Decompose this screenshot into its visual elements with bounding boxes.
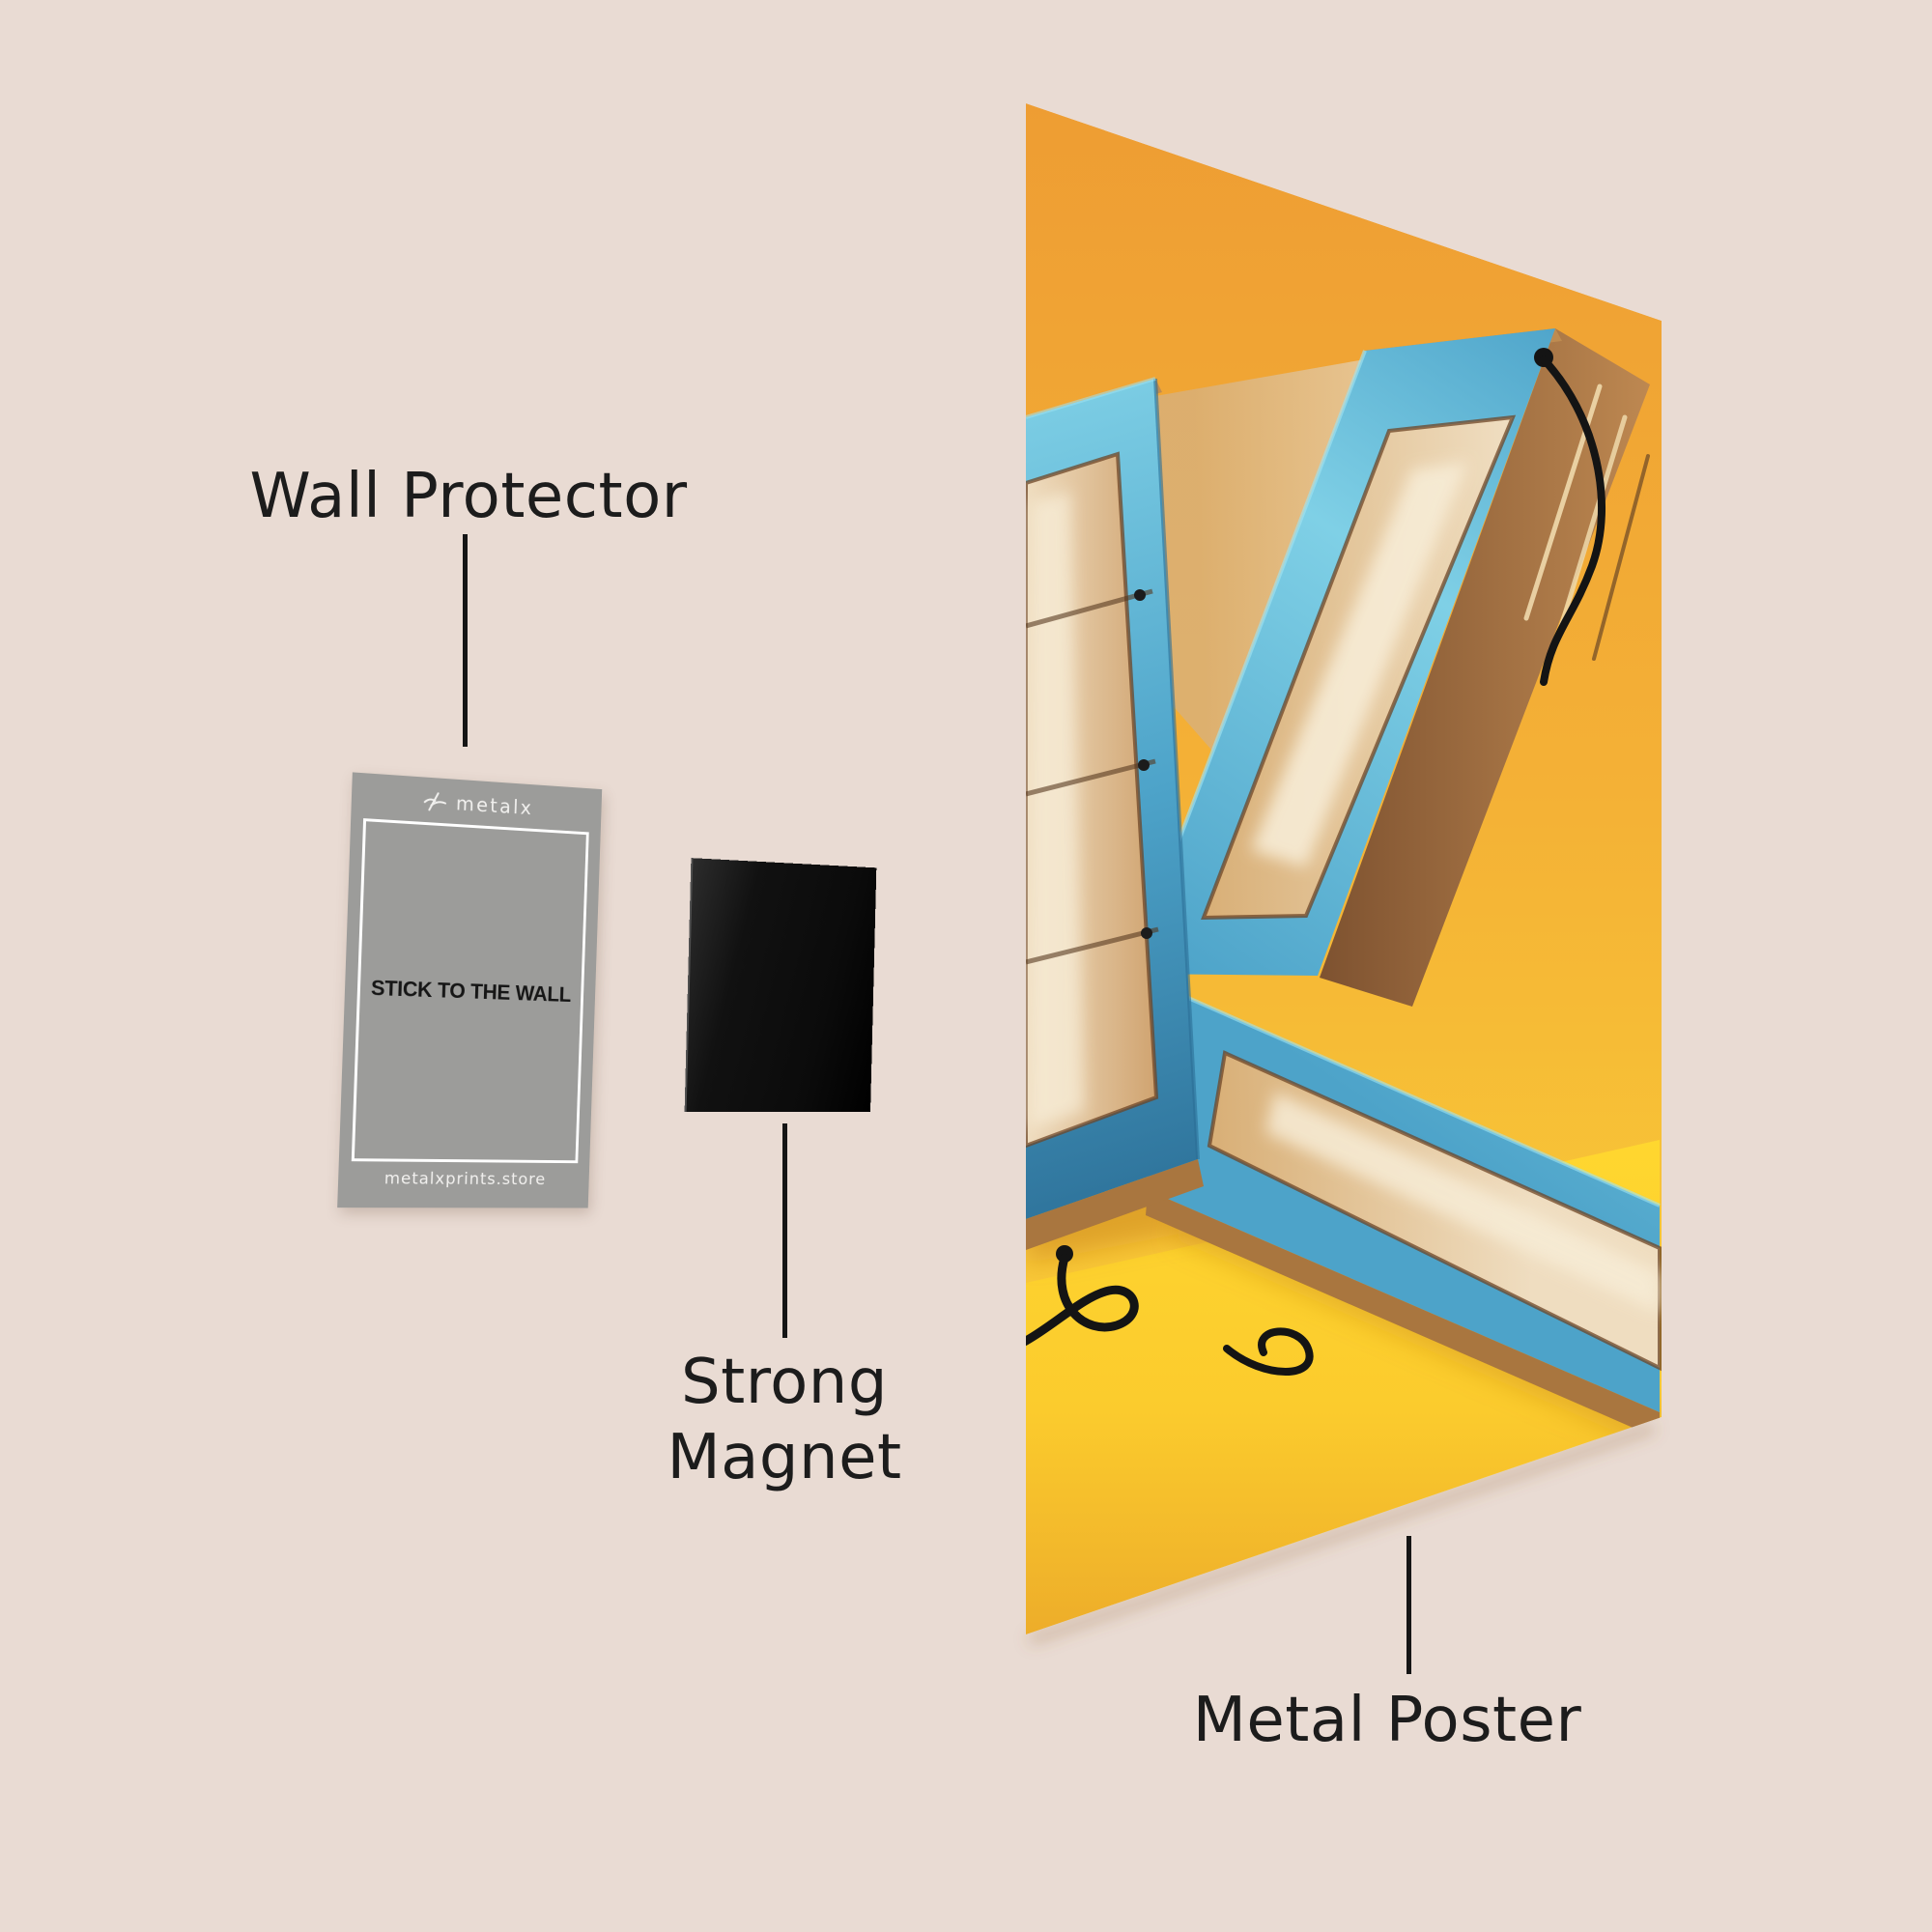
wall-protector-label: Wall Protector (179, 459, 758, 534)
magnet-wrapper (688, 858, 881, 1112)
strong-magnet-square (685, 858, 877, 1112)
wall-protector-card-wrapper: metalx STICK TO THE WALL metalxprints.st… (345, 772, 606, 1208)
wall-protector-card: metalx STICK TO THE WALL metalxprints.st… (337, 772, 602, 1208)
strong-magnet-label-line2: Magnet (667, 1422, 901, 1493)
card-brand-row: metalx (352, 784, 602, 823)
strong-magnet-leader-line (782, 1123, 787, 1338)
card-brand-text: metalx (456, 792, 534, 820)
metal-poster-label: Metal Poster (1097, 1683, 1677, 1758)
wall-protector-leader-line (463, 534, 468, 747)
card-footer-url: metalxprints.store (338, 1169, 589, 1189)
poster-scene (1005, 103, 1662, 1634)
strong-magnet-label: Strong Magnet (495, 1345, 1074, 1495)
strong-magnet-label-line1: Strong (681, 1347, 888, 1418)
metalx-logo-icon (423, 790, 448, 812)
metal-poster-artwork (1005, 77, 1681, 1681)
